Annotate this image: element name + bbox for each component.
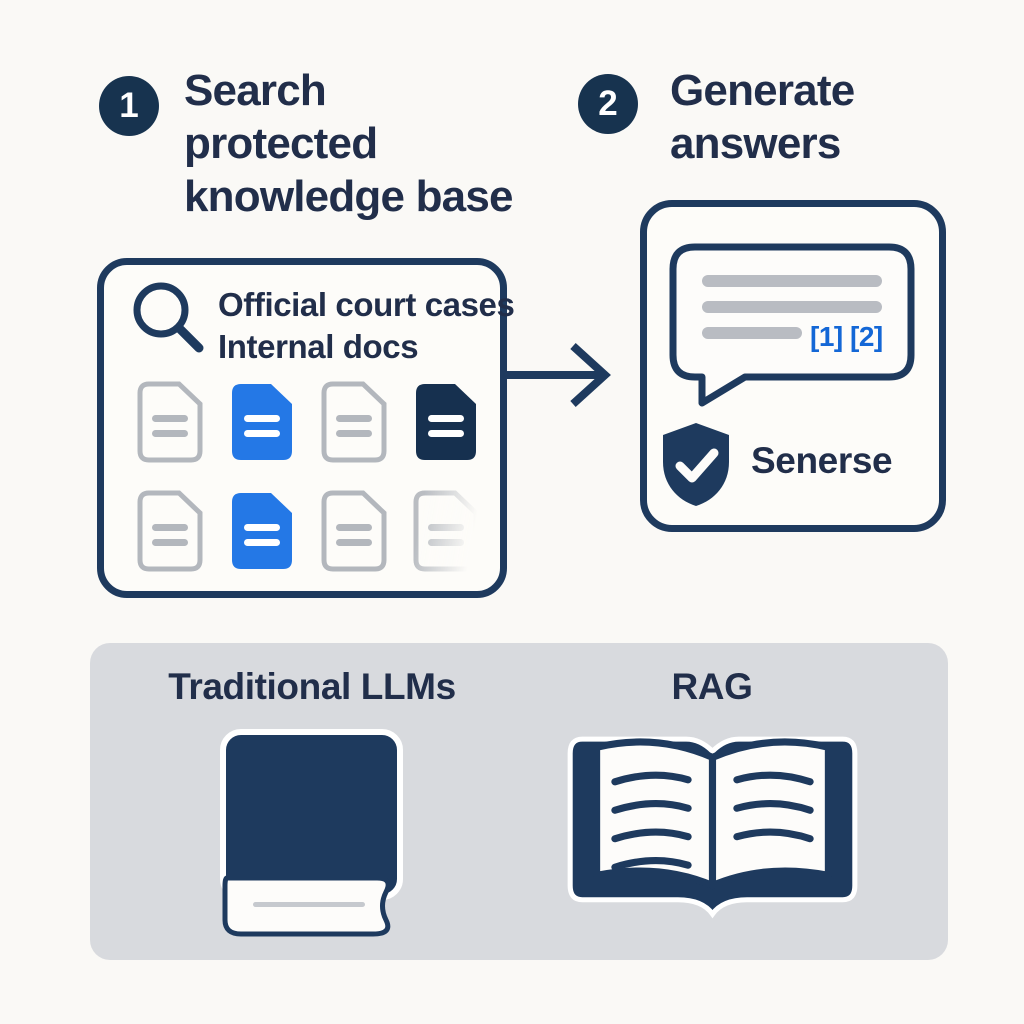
step-1-number: 1: [119, 86, 139, 125]
document-icon: [321, 490, 387, 572]
flow-arrow-icon: [503, 343, 611, 407]
source-verified-label: Senerse: [751, 440, 893, 481]
knowledge-base-label: Official court cases Internal docs: [218, 286, 515, 365]
step-1-title: Search protected knowledge base: [184, 66, 513, 221]
document-icon: [416, 384, 476, 460]
closed-book-icon: [220, 729, 403, 937]
document-icon: [232, 384, 292, 460]
text-line-bar: [702, 327, 802, 339]
document-icon: [413, 490, 479, 572]
text-line-bar: [702, 275, 882, 287]
document-icon: [137, 490, 203, 572]
document-icon: [321, 381, 387, 463]
step-2-badge: 2: [578, 74, 638, 134]
document-icon: [232, 493, 292, 569]
document-icon: [137, 381, 203, 463]
citation-markers: [1] [2]: [810, 321, 883, 352]
text-line-bar: [702, 301, 882, 313]
step-2-number: 2: [598, 84, 618, 123]
open-book-icon: [567, 736, 858, 919]
document-grid: [137, 381, 479, 572]
traditional-llms-label: Traditional LLMs: [168, 666, 456, 707]
step-1-badge: 1: [99, 76, 159, 136]
shield-check-icon: [663, 423, 729, 506]
search-icon: [133, 282, 204, 353]
rag-label: RAG: [671, 666, 753, 707]
step-2-title: Generate answers: [670, 66, 855, 168]
